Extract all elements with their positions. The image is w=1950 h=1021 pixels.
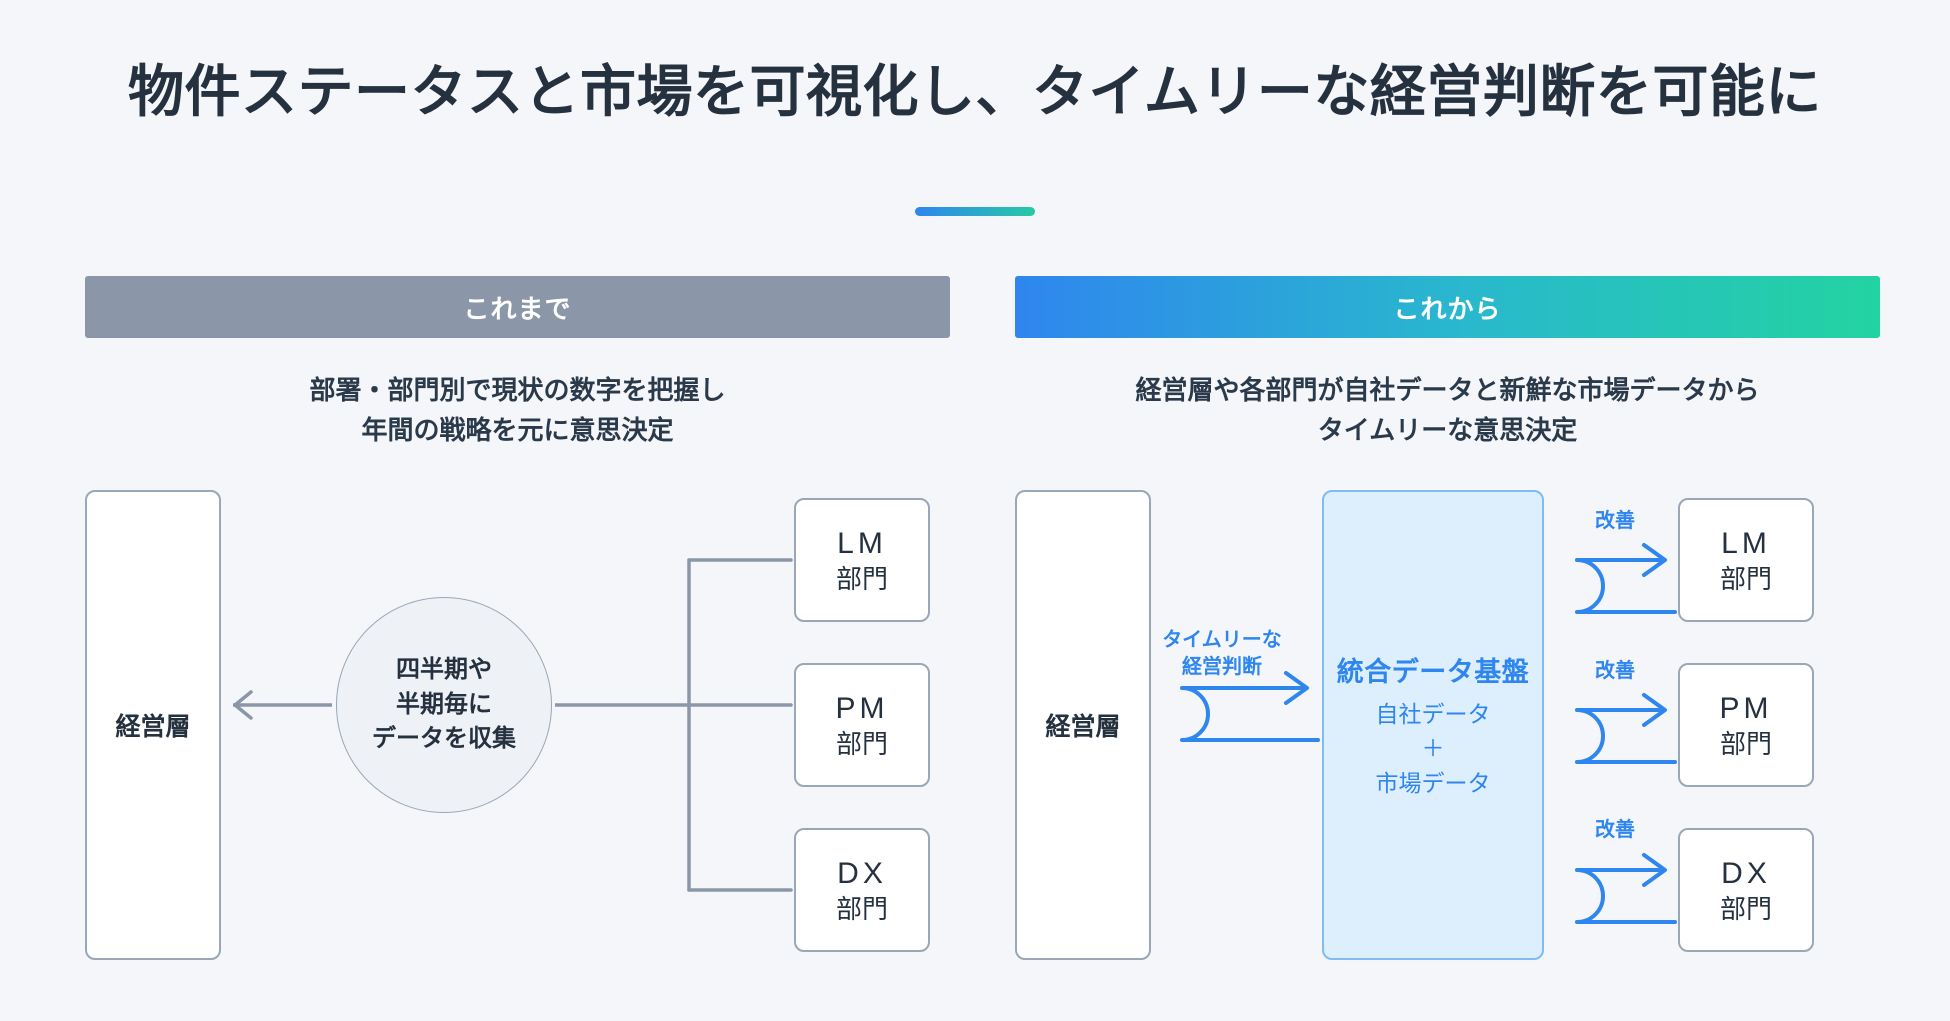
future-dept-code-dx: DX [1721,857,1771,890]
circle-line-3: データを収集 [372,725,516,753]
platform-body: 自社データ ＋ 市場データ [1376,697,1491,801]
future-dept-box-lm: LM 部門 [1678,498,1814,622]
past-dept-label-lm: 部門 [835,563,888,594]
past-exec-box: 経営層 [85,490,221,960]
column-past-subtitle-line2: 年間の戦略を元に意思決定 [361,415,674,446]
future-dept-code-lm: LM [1721,527,1771,560]
column-future: これから 経営層や各部門が自社データと新鮮な市場データから タイムリーな意思決定 [1015,276,1880,451]
timely-decision-line1: タイムリーな [1162,629,1282,651]
past-exec-label: 経営層 [115,713,191,741]
future-exec-label: 経営層 [1045,713,1121,741]
future-dept-label-lm: 部門 [1719,563,1772,594]
future-dept-code-pm: PM [1719,692,1773,725]
title-accent-bar [915,207,1035,216]
future-dept-box-pm: PM 部門 [1678,663,1814,787]
future-dept-label-pm: 部門 [1719,728,1772,759]
platform-line-3: 市場データ [1375,769,1491,796]
platform-line-1: 自社データ [1375,700,1491,727]
column-future-subtitle-line1: 経営層や各部門が自社データと新鮮な市場データから [1135,375,1760,405]
past-dept-code-pm: PM [835,692,889,725]
past-dept-label-pm: 部門 [835,728,888,759]
diagram-past: 経営層 四半期や 半期毎に データを収集 LM 部門 PM 部門 DX 部門 [85,490,950,960]
improve-label-lm: 改善 [1595,510,1635,532]
column-past-subtitle-line1: 部署・部門別で現状の数字を把握し [309,375,726,405]
past-dept-box-pm: PM 部門 [794,663,930,787]
past-dept-box-dx: DX 部門 [794,828,930,952]
timely-decision-label: タイムリーな 経営判断 [1142,627,1302,681]
circle-line-2: 半期毎に [396,690,492,718]
timely-decision-line2: 経営判断 [1182,656,1262,678]
column-future-subtitle-line2: タイムリーな意思決定 [1317,415,1578,446]
platform-title: 統合データ基盤 [1336,656,1530,687]
integrated-data-platform-box: 統合データ基盤 自社データ ＋ 市場データ [1322,490,1544,960]
column-future-subtitle: 経営層や各部門が自社データと新鮮な市場データから タイムリーな意思決定 [1015,370,1880,451]
future-exec-box: 経営層 [1015,490,1151,960]
diagram-future: .uarrow { fill:none; stroke:#2f86ee; str… [1015,490,1880,960]
circle-line-1: 四半期や [396,655,492,683]
column-past-header: これまで [85,276,950,338]
past-dept-code-dx: DX [837,857,887,890]
future-dept-box-dx: DX 部門 [1678,828,1814,952]
past-dept-label-dx: 部門 [835,893,888,924]
column-future-header: これから [1015,276,1880,338]
past-dept-box-lm: LM 部門 [794,498,930,622]
page-title: 物件ステータスと市場を可視化し、タイムリーな経営判断を可能に [128,60,1822,123]
improve-label-pm: 改善 [1595,660,1635,682]
future-dept-label-dx: 部門 [1719,893,1772,924]
column-past: これまで 部署・部門別で現状の数字を把握し 年間の戦略を元に意思決定 [85,276,950,451]
past-dept-code-lm: LM [837,527,887,560]
past-collection-circle: 四半期や 半期毎に データを収集 [336,597,552,813]
platform-line-2: ＋ [1421,735,1445,762]
column-past-subtitle: 部署・部門別で現状の数字を把握し 年間の戦略を元に意思決定 [85,370,950,451]
improve-label-dx: 改善 [1595,819,1635,841]
